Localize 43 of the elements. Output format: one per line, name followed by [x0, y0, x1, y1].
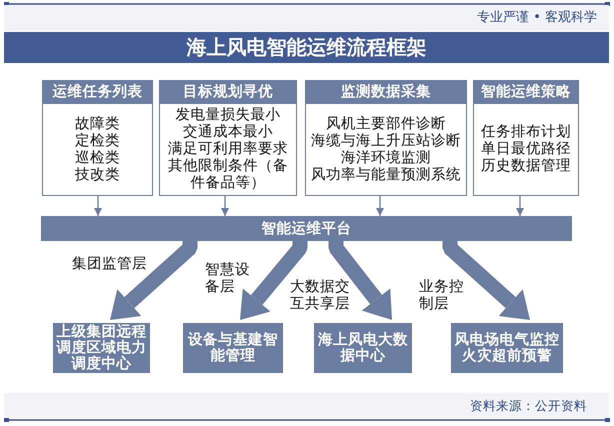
arrow	[442, 240, 530, 320]
list-item: 风功率与能量预测系统	[311, 166, 461, 184]
arrow	[221, 196, 229, 216]
list-item: 定检类	[75, 132, 120, 150]
process-panel	[473, 80, 579, 196]
edge-label: 智慧设备层	[205, 262, 251, 296]
list-item: 技改类	[75, 166, 120, 184]
panel-header: 智能运维策略	[473, 80, 579, 104]
process-box: 上级集团远程调度区域电力调度中心	[53, 323, 150, 373]
list-item: 历史数据管理	[481, 158, 571, 175]
edge-label: 业务控制层	[419, 279, 465, 313]
title-banner: 海上风电智能运维流程框架	[4, 32, 609, 63]
source-note: 资料来源：公开资料	[470, 397, 587, 415]
platform-bar: 智能运维平台	[41, 216, 572, 241]
list-item: 单日最优路径	[481, 141, 571, 158]
arrow	[376, 196, 384, 216]
arrow	[94, 196, 102, 216]
arrow	[516, 196, 524, 216]
list-item: 其他限制条件（备件备品等）	[167, 158, 289, 192]
list-item: 满足可利用率要求	[168, 141, 288, 158]
list-item: 海洋环境监测	[341, 150, 431, 166]
edge-label: 集团监管层	[72, 256, 147, 273]
panel-header: 监测数据采集	[305, 80, 467, 104]
list-item: 交通成本最小	[183, 124, 273, 140]
process-panel	[159, 80, 297, 196]
list-item: 故障类	[75, 116, 120, 132]
edge-label: 大数据交互共享层	[290, 279, 350, 313]
arrow	[110, 240, 198, 320]
list-item: 海缆与海上升压站诊断	[311, 132, 461, 150]
list-item: 任务排布计划	[481, 124, 571, 141]
process-box: 风电场电气监控火灾超前预警	[451, 323, 563, 373]
arrow	[240, 240, 308, 320]
list-item: 发电量损失最小	[176, 107, 280, 124]
slogan-text: 专业严谨 • 客观科学	[477, 9, 597, 27]
process-box: 海上风电大数据中心	[314, 323, 412, 373]
panel-header: 目标规划寻优	[159, 80, 297, 104]
arrow	[328, 240, 392, 320]
list-item: 巡检类	[75, 150, 120, 166]
panel-header: 运维任务列表	[42, 80, 153, 104]
process-panel	[42, 80, 153, 196]
process-panel	[305, 80, 467, 196]
process-box: 设备与基建智能管理	[183, 323, 283, 373]
list-item: 风机主要部件诊断	[326, 116, 446, 132]
